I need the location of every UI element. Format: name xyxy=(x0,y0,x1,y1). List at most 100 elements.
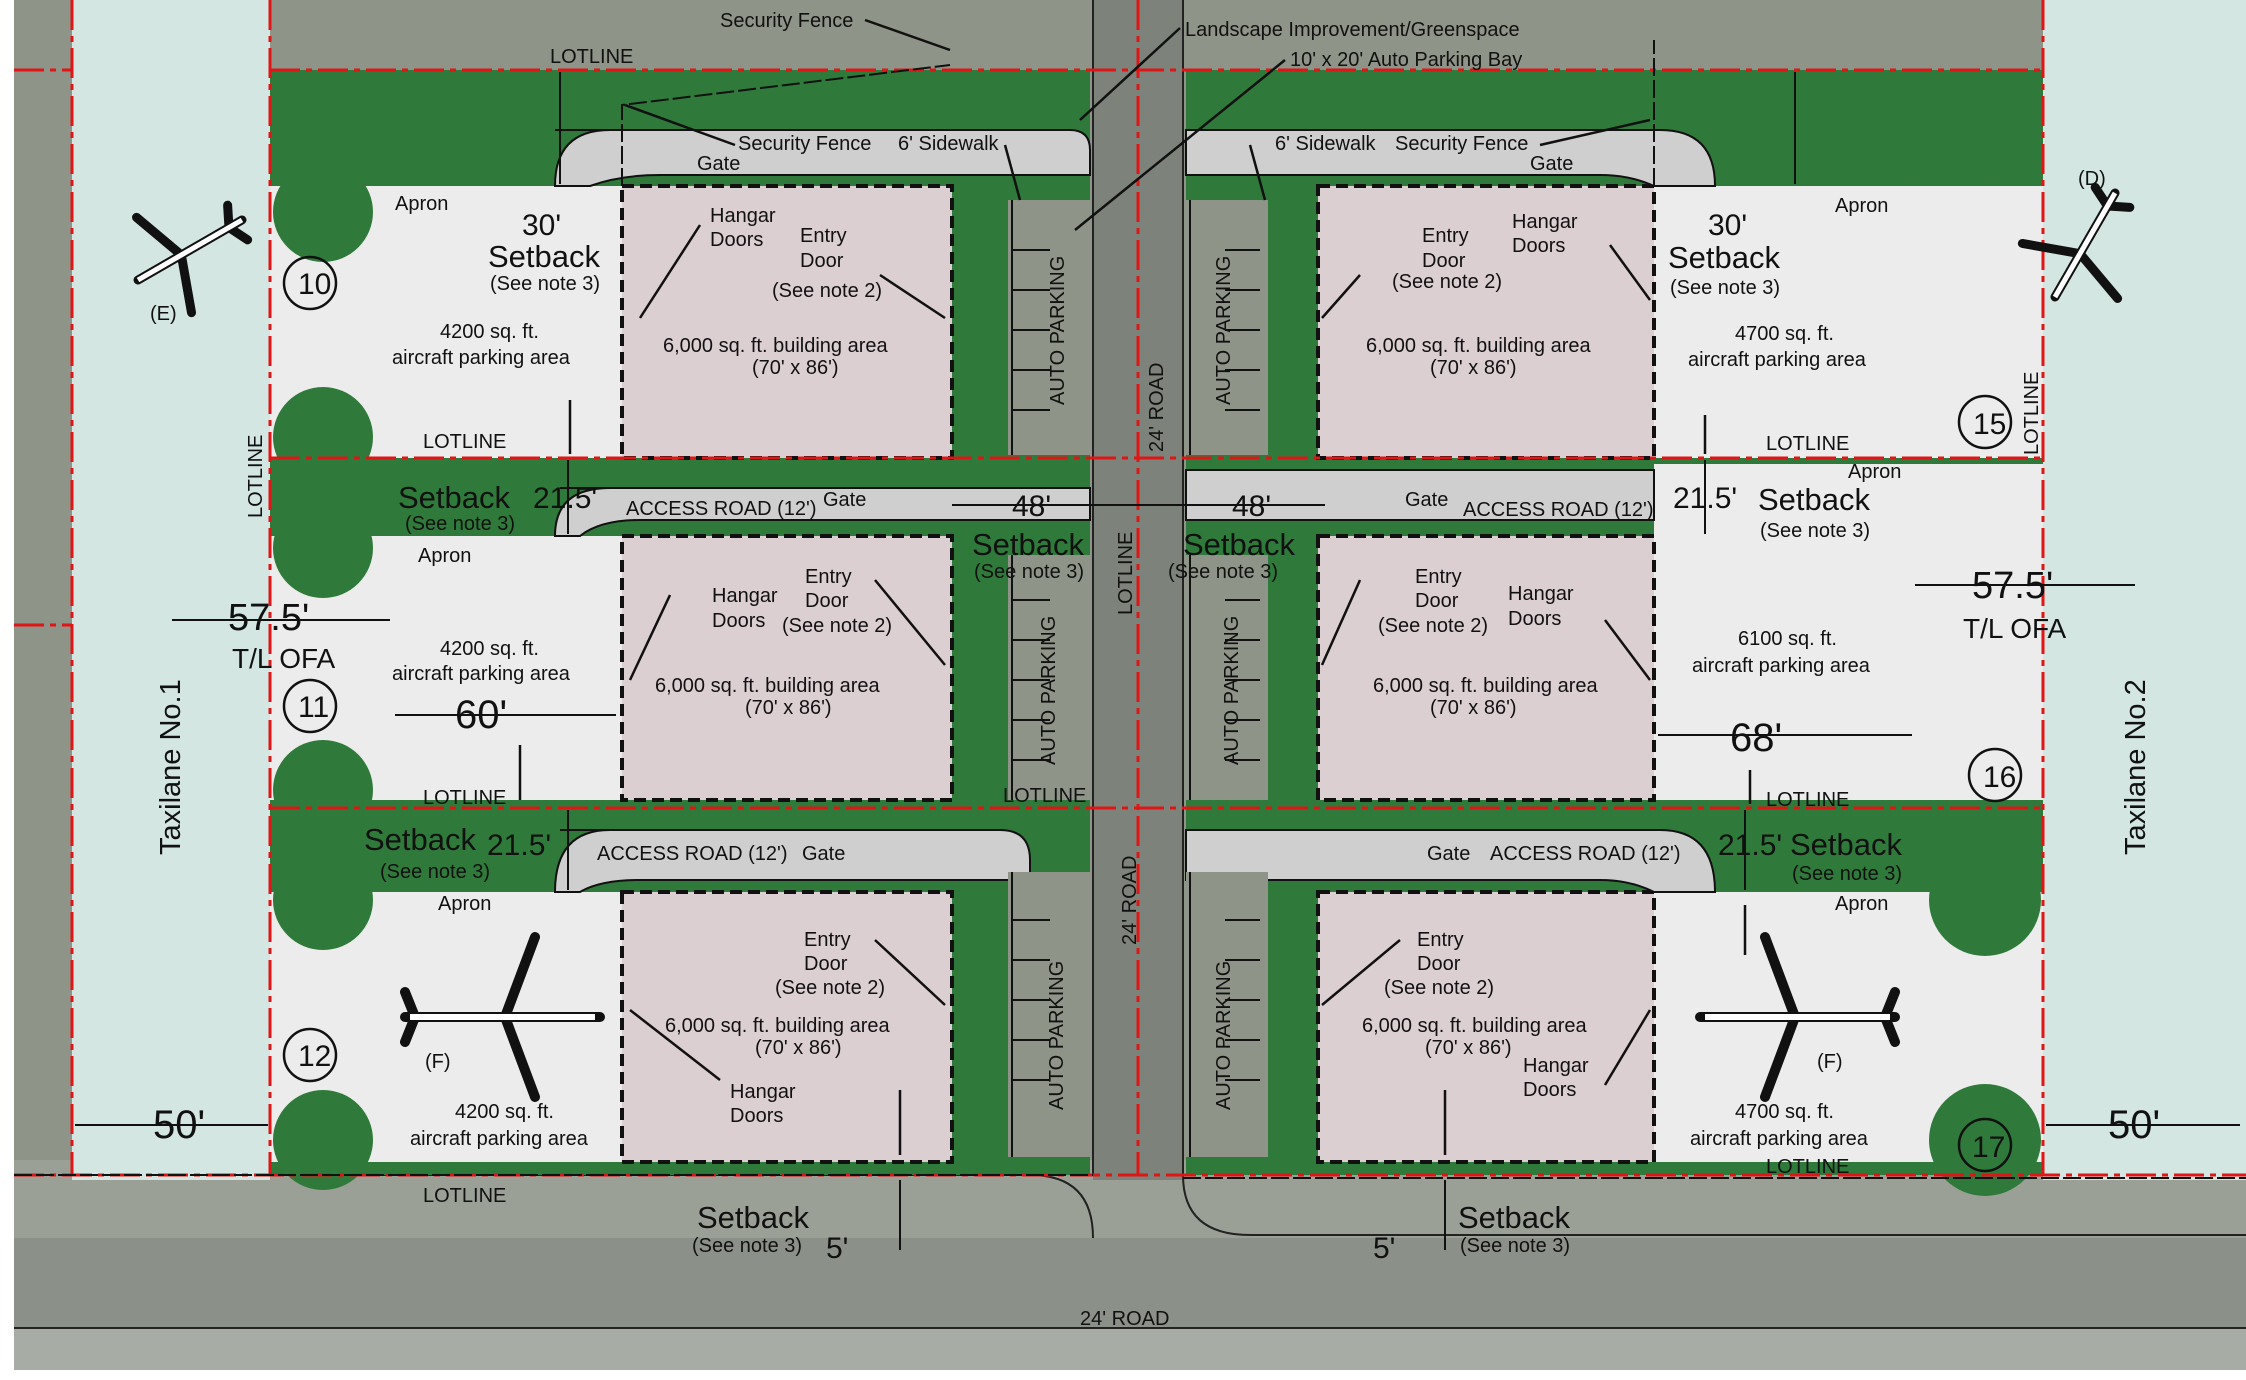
lotline-label: LOTLINE xyxy=(423,787,506,809)
aircraft-d-icon xyxy=(2017,182,2135,303)
aircraft-f-label: (F) xyxy=(425,1051,451,1073)
hangar-label: Hangar xyxy=(712,585,778,607)
lot-circles xyxy=(282,255,2023,1173)
doors-label: Doors xyxy=(712,610,765,632)
lotline-label: LOTLINE xyxy=(1003,785,1086,807)
apron-lot-16 xyxy=(1654,464,2043,800)
parking-bay-label: 10' x 20' Auto Parking Bay xyxy=(1290,49,1522,71)
building-dims-label: (70' x 86') xyxy=(755,1037,842,1059)
setback-label: Setback xyxy=(364,822,477,857)
note2-label: (See note 2) xyxy=(782,615,892,637)
lotline-label: LOTLINE xyxy=(1115,532,1137,615)
apron-label: Apron xyxy=(418,545,471,567)
security-fence-label: Security Fence xyxy=(738,133,871,155)
lot-number-16: 16 xyxy=(1983,761,2016,794)
dim-21-5: 21.5' xyxy=(533,482,597,515)
bottom-road xyxy=(14,1238,2246,1328)
apron-lot-15 xyxy=(1654,186,2043,458)
note3-label: (See note 3) xyxy=(1792,863,1902,885)
dim-30-right: 30' xyxy=(1708,209,1747,242)
gate-label: Gate xyxy=(1530,153,1573,175)
lot-number-15: 15 xyxy=(1973,408,2006,441)
note3-label: (See note 3) xyxy=(692,1235,802,1257)
door-label: Door xyxy=(804,953,848,975)
landscape-label: Landscape Improvement/Greenspace xyxy=(1185,19,1520,41)
dimension-lines xyxy=(75,72,2240,1250)
dim-5-left: 5' xyxy=(826,1232,848,1265)
note3-label: (See note 3) xyxy=(405,513,515,535)
leader-arrows xyxy=(518,18,1752,1155)
dim-21-5: 21.5' xyxy=(1673,482,1737,515)
aircraft-e-label: (E) xyxy=(150,303,177,325)
aircraft-f-left-icon xyxy=(400,932,605,1102)
aircraft-area-label: aircraft parking area xyxy=(1692,655,1871,677)
lot-number-17: 17 xyxy=(1972,1131,2005,1164)
security-fence-label: Security Fence xyxy=(1395,133,1528,155)
building-dims-label: (70' x 86') xyxy=(752,357,839,379)
entry-label: Entry xyxy=(1422,225,1469,247)
note3-label: (See note 3) xyxy=(490,273,600,295)
setback-label: Setback xyxy=(488,239,601,274)
lotline-label: LOTLINE xyxy=(423,1185,506,1207)
building-area-label: 6,000 sq. ft. building area xyxy=(1373,675,1598,697)
dim-48-right: 48' xyxy=(1232,490,1271,523)
parking-stalls xyxy=(1011,200,1260,1157)
auto-parking-label: AUTO PARKING xyxy=(1046,961,1068,1110)
note3-label: (See note 3) xyxy=(1670,277,1780,299)
building-lot-17 xyxy=(1316,890,1656,1164)
lotline-label: LOTLINE xyxy=(1766,433,1849,455)
note2-label: (See note 2) xyxy=(1392,271,1502,293)
auto-parking-label: AUTO PARKING xyxy=(1213,256,1235,405)
hangar-label: Hangar xyxy=(730,1081,796,1103)
door-label: Door xyxy=(800,250,844,272)
lot-lines xyxy=(14,0,2246,1177)
sidewalk-label: 6' Sidewalk xyxy=(898,133,1000,155)
dim-60: 60' xyxy=(455,693,507,737)
dim-5-right: 5' xyxy=(1373,1232,1395,1265)
setback-label: Setback xyxy=(697,1200,810,1235)
building-dims-label: (70' x 86') xyxy=(1430,697,1517,719)
lotline-label: LOTLINE xyxy=(550,46,633,68)
taxilane-2-surface xyxy=(2043,0,2246,1180)
lotline-label: LOTLINE xyxy=(245,435,267,518)
area-4200: 4200 sq. ft. xyxy=(440,638,539,660)
setback-label: Setback xyxy=(972,527,1085,562)
setback-label: Setback xyxy=(398,480,511,515)
note3-label: (See note 3) xyxy=(380,861,490,883)
dim-57-5-right: 57.5' xyxy=(1972,565,2053,607)
area-6100: 6100 sq. ft. xyxy=(1738,628,1837,650)
area-4200: 4200 sq. ft. xyxy=(440,321,539,343)
setback-label: Setback xyxy=(1458,1200,1571,1235)
note2-label: (See note 2) xyxy=(775,977,885,999)
doors-label: Doors xyxy=(1508,608,1561,630)
building-dims-label: (70' x 86') xyxy=(1425,1037,1512,1059)
apron-label: Apron xyxy=(395,193,448,215)
dim-21-5: 21.5' xyxy=(487,829,551,862)
door-label: Door xyxy=(805,590,849,612)
building-dims-label: (70' x 86') xyxy=(745,697,832,719)
area-4700: 4700 sq. ft. xyxy=(1735,1101,1834,1123)
building-area-label: 6,000 sq. ft. building area xyxy=(1366,335,1591,357)
area-4200: 4200 sq. ft. xyxy=(455,1101,554,1123)
building-lot-16 xyxy=(1316,534,1656,802)
building-area-label: 6,000 sq. ft. building area xyxy=(663,335,888,357)
road-24-label: 24' ROAD xyxy=(1119,856,1141,945)
doors-label: Doors xyxy=(1512,235,1565,257)
aircraft-area-label: aircraft parking area xyxy=(1690,1128,1869,1150)
access-road-label: ACCESS ROAD (12') xyxy=(1490,843,1681,865)
auto-parking-label: AUTO PARKING xyxy=(1213,961,1235,1110)
tl-ofa-label: T/L OFA xyxy=(232,643,336,674)
aircraft-d-label: (D) xyxy=(2078,168,2106,190)
entry-label: Entry xyxy=(805,566,852,588)
aircraft-f-label: (F) xyxy=(1817,1051,1843,1073)
lotline-label: LOTLINE xyxy=(2021,372,2043,455)
apron-label: Apron xyxy=(1835,893,1888,915)
hangar-label: Hangar xyxy=(1512,211,1578,233)
building-area-label: 6,000 sq. ft. building area xyxy=(655,675,880,697)
setback-label: Setback xyxy=(1790,827,1903,862)
access-road-label: ACCESS ROAD (12') xyxy=(597,843,788,865)
apron-label: Apron xyxy=(1835,195,1888,217)
door-label: Door xyxy=(1415,590,1459,612)
aircraft-area-label: aircraft parking area xyxy=(1688,349,1867,371)
